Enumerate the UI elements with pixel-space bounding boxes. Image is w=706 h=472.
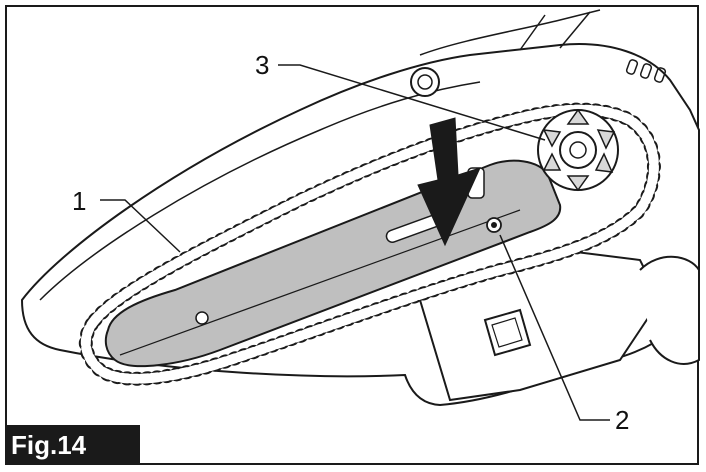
vent-slots bbox=[625, 59, 667, 83]
adjuster-knob bbox=[410, 67, 440, 97]
sprocket bbox=[537, 108, 619, 192]
housing-handle-edge bbox=[519, 11, 591, 51]
callout-2: 2 bbox=[615, 405, 630, 435]
callout-3: 3 bbox=[255, 50, 270, 80]
down-arrow-icon bbox=[417, 117, 481, 247]
callout-1: 1 bbox=[72, 186, 87, 216]
figure-label: Fig.14 bbox=[5, 425, 140, 465]
leader-line-2 bbox=[499, 234, 610, 421]
leader-line-3 bbox=[278, 64, 546, 141]
housing-top-edge bbox=[419, 9, 601, 56]
leader-line-1 bbox=[100, 199, 181, 253]
guide-bar-hole bbox=[195, 311, 209, 325]
motor-vent bbox=[483, 308, 532, 357]
saw-chain bbox=[78, 102, 661, 386]
right-side-part bbox=[639, 255, 700, 365]
